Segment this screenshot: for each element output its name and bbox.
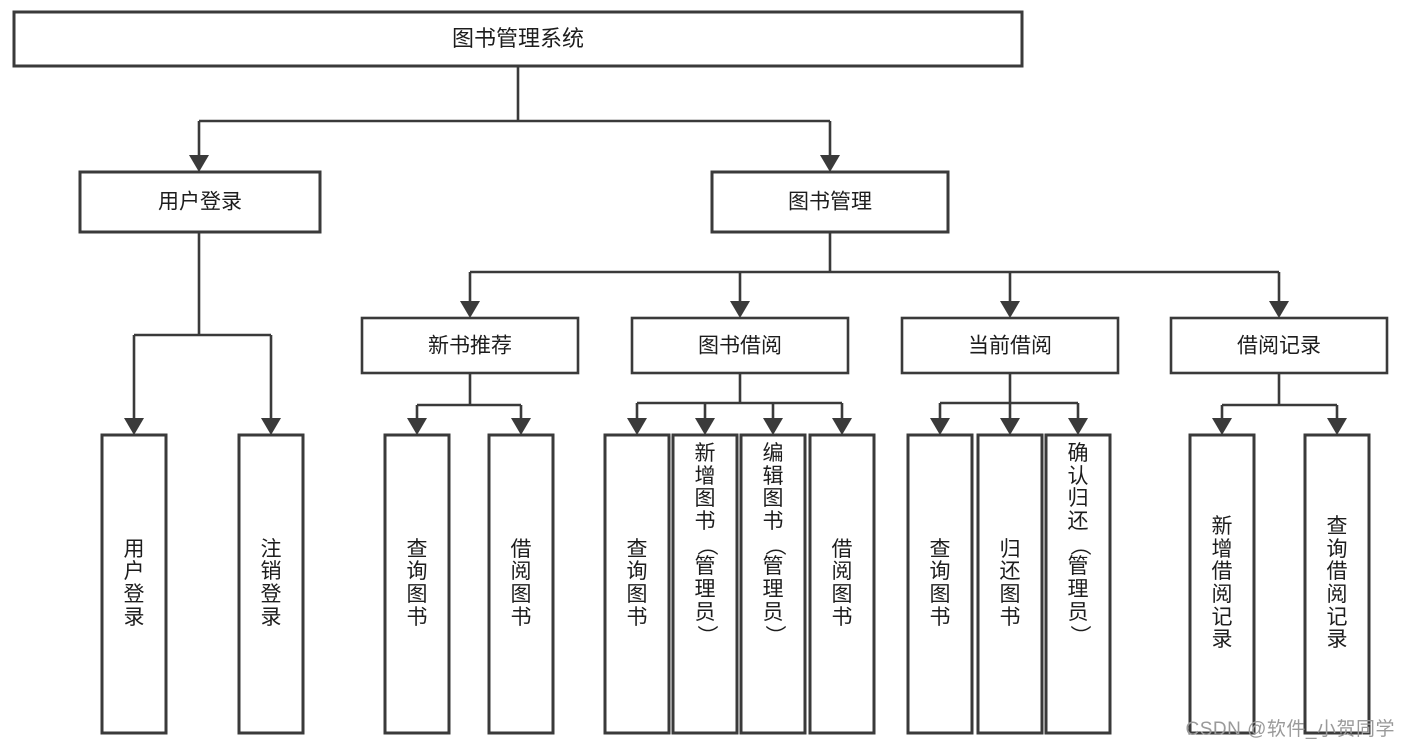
arrow-head-leaf-user-login bbox=[124, 418, 144, 435]
arrow-head-book-borrow bbox=[730, 301, 750, 318]
arrow-head-leaf-cb-3 bbox=[1068, 418, 1088, 435]
leaf-box-bb-edit-book[interactable] bbox=[739, 433, 807, 735]
node-borrow-record-label: 借阅记录 bbox=[1237, 335, 1321, 358]
arrow-head-new-book-recommend bbox=[460, 301, 480, 318]
arrow-head-leaf-bb-2 bbox=[695, 418, 715, 435]
node-user-login[interactable]: 用户登录 bbox=[78, 170, 322, 234]
leaf-box-cb-return-book[interactable] bbox=[976, 433, 1044, 735]
leaf-box-logout[interactable] bbox=[237, 433, 305, 735]
node-book-borrow[interactable]: 图书借阅 bbox=[630, 316, 850, 375]
node-new-book-recommend-label: 新书推荐 bbox=[428, 335, 512, 358]
connector-group-root bbox=[189, 66, 840, 172]
leaf-box-nbr-query-book[interactable] bbox=[383, 433, 451, 735]
leaf-box-cb-query-book[interactable] bbox=[906, 433, 974, 735]
node-root-box[interactable] bbox=[12, 10, 1024, 68]
node-borrow-record-box[interactable] bbox=[1169, 316, 1389, 375]
leaf-box-cb-confirm-return[interactable] bbox=[1044, 433, 1112, 735]
leaf-box-group bbox=[100, 433, 1371, 735]
arrow-head-leaf-logout bbox=[261, 418, 281, 435]
leaf-box-user-login[interactable] bbox=[100, 433, 168, 735]
leaf-box-br-query-record[interactable] bbox=[1303, 433, 1371, 735]
node-book-borrow-label: 图书借阅 bbox=[698, 335, 782, 358]
connector-group-book-manage bbox=[460, 232, 1289, 318]
node-new-book-recommend-box[interactable] bbox=[360, 316, 580, 375]
arrow-head-borrow-record bbox=[1269, 301, 1289, 318]
arrow-head-leaf-nbr-2 bbox=[511, 418, 531, 435]
arrow-head-current-borrow bbox=[1000, 301, 1020, 318]
arrow-head-book-manage bbox=[820, 155, 840, 172]
connector-group-new-book-recommend bbox=[407, 373, 531, 435]
leaf-box-bb-borrow-book[interactable] bbox=[808, 433, 876, 735]
node-root[interactable]: 图书管理系统 bbox=[12, 10, 1024, 68]
node-new-book-recommend[interactable]: 新书推荐 bbox=[360, 316, 580, 375]
arrow-head-leaf-br-2 bbox=[1327, 418, 1347, 435]
connector-group-borrow-record bbox=[1212, 373, 1347, 435]
node-current-borrow[interactable]: 当前借阅 bbox=[900, 316, 1120, 375]
arrow-head-user-login bbox=[189, 155, 209, 172]
arrow-head-leaf-br-1 bbox=[1212, 418, 1232, 435]
leaf-box-bb-query-book[interactable] bbox=[603, 433, 671, 735]
node-current-borrow-label: 当前借阅 bbox=[968, 335, 1052, 358]
arrow-head-leaf-bb-1 bbox=[627, 418, 647, 435]
arrow-head-leaf-nbr-1 bbox=[407, 418, 427, 435]
arrow-head-leaf-cb-1 bbox=[930, 418, 950, 435]
leaf-box-nbr-borrow-book[interactable] bbox=[487, 433, 555, 735]
node-borrow-record[interactable]: 借阅记录 bbox=[1169, 316, 1389, 375]
leaf-box-bb-add-book[interactable] bbox=[671, 433, 739, 735]
arrow-head-leaf-bb-4 bbox=[832, 418, 852, 435]
arrow-head-leaf-cb-2 bbox=[1000, 418, 1020, 435]
leaf-box-br-add-record[interactable] bbox=[1188, 433, 1256, 735]
node-current-borrow-box[interactable] bbox=[900, 316, 1120, 375]
connector-group-user-login bbox=[124, 232, 281, 435]
node-user-login-label: 用户登录 bbox=[158, 191, 242, 214]
connector-group-book-borrow bbox=[627, 373, 852, 435]
node-book-borrow-box[interactable] bbox=[630, 316, 850, 375]
connector-group-current-borrow bbox=[930, 373, 1088, 435]
node-book-manage-box[interactable] bbox=[710, 170, 950, 234]
arrow-head-leaf-bb-3 bbox=[763, 418, 783, 435]
node-book-manage-label: 图书管理 bbox=[788, 191, 872, 214]
node-user-login-box[interactable] bbox=[78, 170, 322, 234]
node-root-label: 图书管理系统 bbox=[452, 26, 584, 51]
node-book-manage[interactable]: 图书管理 bbox=[710, 170, 950, 234]
